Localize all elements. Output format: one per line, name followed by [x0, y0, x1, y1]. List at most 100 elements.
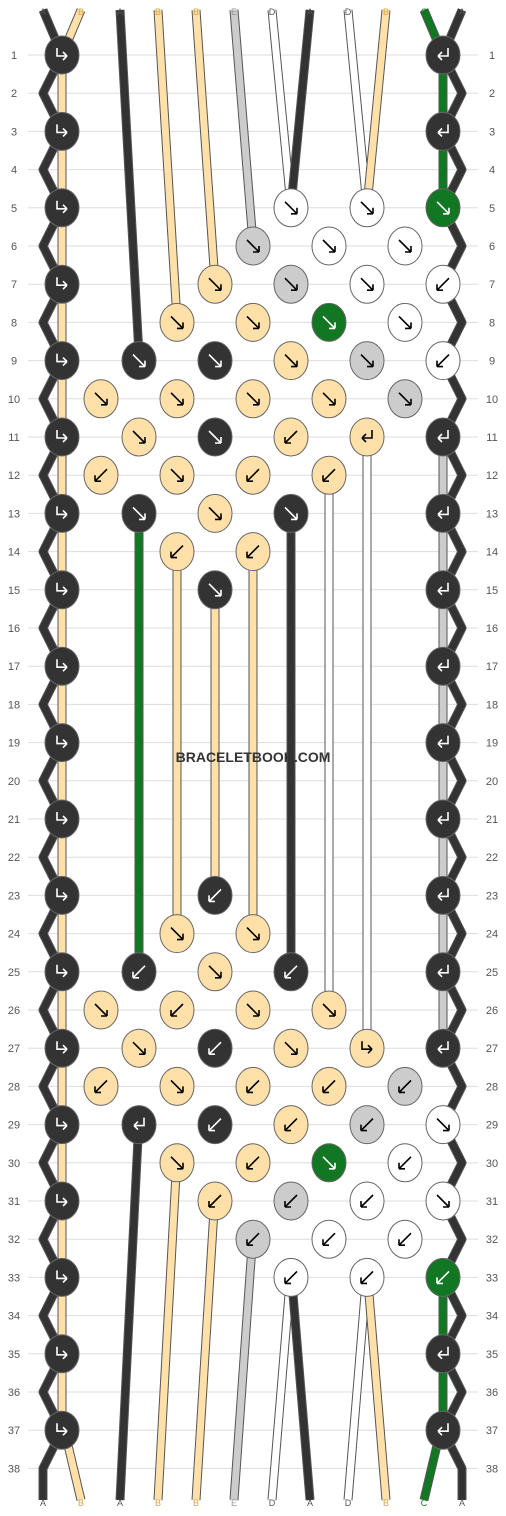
knot-arrow-icon — [284, 965, 298, 979]
row-number-right: 10 — [486, 394, 498, 406]
row-number-right: 9 — [489, 356, 495, 368]
knot-arrow-icon — [437, 964, 449, 978]
strand-label-top: D — [269, 7, 276, 17]
knot-arrow-icon — [437, 659, 449, 672]
knot-arrow-icon — [208, 1041, 222, 1055]
strand-label-top: A — [117, 7, 123, 17]
strand — [230, 1231, 257, 1501]
knot — [349, 1028, 385, 1068]
knot-arrow-icon — [246, 1156, 260, 1170]
knot — [425, 952, 461, 992]
strand — [116, 1117, 143, 1501]
row-number-right: 20 — [486, 776, 498, 788]
knot-arrow-icon — [208, 1194, 222, 1208]
row-number-right: 12 — [486, 470, 498, 482]
knot-arrow-icon — [361, 430, 373, 443]
knot-arrow-icon — [56, 888, 68, 901]
row-number-left: 11 — [8, 432, 19, 444]
strand — [192, 1193, 219, 1501]
row-number-right: 18 — [486, 699, 498, 711]
strand — [363, 9, 390, 207]
row-number-right: 25 — [486, 967, 498, 979]
row-number-left: 8 — [11, 317, 17, 329]
knot-arrow-icon — [132, 965, 146, 979]
strand-paths — [38, 8, 467, 1502]
row-number-left: 21 — [8, 814, 20, 826]
strand-label-bottom: A — [307, 1498, 313, 1508]
row-number-left: 26 — [8, 1005, 20, 1017]
strand-label-top: D — [345, 7, 352, 17]
strand-label-bottom: A — [40, 1498, 46, 1508]
row-number-left: 7 — [11, 279, 17, 291]
row-number-right: 11 — [486, 432, 497, 444]
strand-label-bottom: E — [231, 1498, 237, 1508]
strand — [363, 1269, 390, 1501]
knot — [44, 493, 80, 533]
knot-arrow-icon — [170, 315, 184, 330]
row-number-right: 13 — [486, 508, 498, 520]
strand — [287, 9, 314, 207]
knot-arrow-icon — [284, 354, 298, 368]
row-number-right: 14 — [486, 547, 498, 559]
knot-arrow-icon — [56, 1346, 68, 1360]
row-number-right: 27 — [486, 1043, 498, 1055]
knot-arrow-icon — [322, 392, 336, 406]
knot-arrow-icon — [56, 1423, 68, 1436]
knot-arrow-icon — [284, 506, 298, 521]
strand-label-bottom: C — [421, 1498, 428, 1508]
knot-arrow-icon — [398, 1156, 412, 1170]
row-number-left: 20 — [8, 776, 20, 788]
knot — [44, 799, 80, 839]
row-number-left: 34 — [8, 1311, 20, 1323]
knot — [425, 799, 461, 839]
row-number-right: 30 — [486, 1158, 498, 1170]
knot-arrow-icon — [437, 1041, 449, 1054]
knot — [44, 111, 80, 151]
strand-label-bottom: B — [155, 1498, 161, 1508]
knot-arrow-icon — [56, 1117, 68, 1131]
knot-arrow-icon — [132, 430, 146, 444]
knot-arrow-icon — [322, 315, 336, 330]
knot-arrow-icon — [208, 965, 222, 979]
row-number-left: 10 — [8, 394, 20, 406]
knot-arrow-icon — [170, 468, 184, 482]
row-number-right: 31 — [486, 1196, 498, 1208]
knot — [44, 952, 80, 992]
row-number-right: 34 — [486, 1311, 498, 1323]
knot-arrow-icon — [246, 927, 260, 941]
row-number-right: 5 — [489, 203, 495, 215]
knot-arrow-icon — [284, 1270, 298, 1285]
knot — [425, 646, 461, 686]
knot-arrow-icon — [56, 812, 68, 825]
row-number-right: 24 — [486, 929, 498, 941]
knot-arrow-icon — [170, 545, 184, 559]
knot-arrow-icon — [360, 1118, 374, 1132]
row-number-right: 15 — [486, 585, 498, 597]
knot-arrow-icon — [170, 927, 184, 941]
row-number-left: 27 — [8, 1043, 20, 1055]
knot-arrow-icon — [284, 430, 298, 444]
row-number-right: 19 — [486, 738, 498, 750]
knot-arrow-icon — [56, 659, 68, 672]
knot-arrow-icon — [56, 430, 68, 443]
knot-arrow-icon — [360, 354, 374, 368]
row-number-left: 36 — [8, 1387, 20, 1399]
knot-arrow-icon — [322, 1232, 336, 1246]
knot-arrow-icon — [94, 392, 108, 406]
knot-arrow-icon — [437, 124, 449, 137]
strand-label-bottom: B — [193, 1498, 199, 1508]
knot-arrow-icon — [56, 48, 68, 61]
knot — [425, 1028, 461, 1068]
knot-arrow-icon — [436, 1194, 450, 1208]
knot — [425, 1410, 461, 1450]
strand — [420, 1270, 447, 1501]
row-number-left: 35 — [8, 1349, 20, 1361]
row-number-right: 33 — [486, 1272, 498, 1284]
strand-label-bottom: D — [345, 1498, 352, 1508]
knot-arrow-icon — [56, 1270, 68, 1283]
knot-arrow-icon — [284, 201, 298, 215]
knot — [425, 493, 461, 533]
strand-label-top: B — [193, 7, 199, 17]
row-number-right: 1 — [489, 50, 495, 62]
